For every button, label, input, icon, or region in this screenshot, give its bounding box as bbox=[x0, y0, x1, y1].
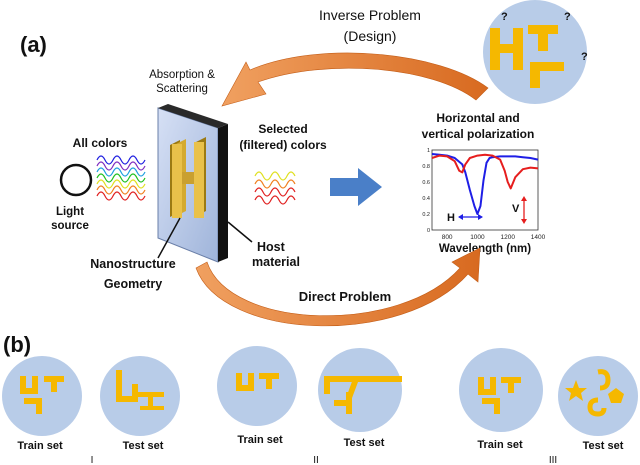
light-source-label-line1: Light bbox=[56, 206, 84, 218]
group-1-test-circle bbox=[100, 356, 180, 436]
polarization-label-line1: Horizontal and bbox=[436, 111, 519, 125]
selected-colors-label-line2: (filtered) colors bbox=[239, 138, 327, 152]
group-2-test-circle bbox=[318, 348, 402, 432]
h-arrow-left-head bbox=[458, 214, 463, 220]
chart-xlabel: Wavelength (nm) bbox=[439, 243, 531, 255]
x-tick-label: 1200 bbox=[500, 234, 515, 241]
group-3-train-circle bbox=[459, 348, 543, 432]
nanostructure-pointer bbox=[157, 217, 181, 259]
hook-shape bbox=[597, 369, 611, 391]
light-source-label-line2: source bbox=[51, 220, 89, 232]
all-colors-waves bbox=[96, 155, 146, 201]
x-tick-label: 800 bbox=[442, 234, 453, 241]
question-mark-3: ? bbox=[581, 51, 588, 63]
y-tick-label: 0.4 bbox=[422, 196, 430, 202]
polarization-label-line2: vertical polarization bbox=[422, 127, 535, 141]
spectrum-chart: 800 1000 1200 1400 1 0.8 0.6 0.4 0.2 0 H V Wavele… bbox=[422, 148, 545, 255]
group-3-test-label: Test set bbox=[583, 440, 624, 452]
pentagon-shape bbox=[608, 388, 624, 403]
series-line-1 bbox=[431, 153, 539, 215]
panel-b-label: (b) bbox=[3, 332, 31, 357]
direct-problem-arrow bbox=[195, 247, 481, 327]
nanostructure-label: Nanostructure bbox=[90, 257, 175, 271]
group-3-train-label: Train set bbox=[477, 439, 523, 451]
group-1-roman: I bbox=[91, 455, 94, 465]
h-nanostructure bbox=[170, 137, 206, 218]
group-2-roman: II bbox=[313, 455, 319, 465]
swirl-shape bbox=[587, 397, 607, 417]
host-pointer bbox=[227, 221, 253, 243]
annotation-v: V bbox=[512, 203, 520, 215]
y-tick-label: 1 bbox=[427, 148, 430, 154]
group-1-train-circle bbox=[2, 356, 82, 436]
v-arrow-bottom-head bbox=[521, 219, 527, 224]
question-mark-1: ? bbox=[501, 11, 508, 23]
selected-colors-label-line1: Selected bbox=[258, 122, 307, 136]
star-shape bbox=[565, 380, 587, 401]
direct-problem-label: Direct Problem bbox=[299, 289, 391, 304]
design-circle: ? ? ? bbox=[483, 0, 588, 104]
forward-arrow bbox=[330, 168, 382, 206]
y-tick-label: 0.2 bbox=[422, 212, 430, 218]
y-tick-label: 0.8 bbox=[422, 164, 430, 170]
group-1-test-label: Test set bbox=[123, 440, 164, 452]
group-2-test-label: Test set bbox=[344, 437, 385, 449]
annotation-h: H bbox=[447, 212, 455, 224]
geometry-label: Geometry bbox=[104, 277, 162, 291]
all-colors-label: All colors bbox=[73, 136, 128, 150]
inverse-problem-label: Inverse Problem bbox=[319, 7, 421, 23]
x-tick-label: 1000 bbox=[470, 234, 485, 241]
group-2-train-label: Train set bbox=[237, 434, 283, 446]
h-arrow-right-head bbox=[478, 214, 483, 220]
y-tick-label: 0.6 bbox=[422, 180, 430, 186]
group-3-roman: III bbox=[549, 455, 557, 465]
group-3-test-circle bbox=[558, 356, 638, 436]
series-line-2 bbox=[431, 153, 539, 190]
absorption-label: Absorption & bbox=[149, 69, 215, 81]
question-mark-2: ? bbox=[564, 11, 571, 23]
scattering-label: Scattering bbox=[156, 83, 208, 95]
host-label: Host bbox=[257, 240, 286, 254]
group-1-train-label: Train set bbox=[17, 440, 63, 452]
panel-a-label: (a) bbox=[20, 32, 47, 57]
material-label: material bbox=[252, 255, 300, 269]
x-tick-label: 1400 bbox=[531, 234, 546, 241]
y-tick-label: 0 bbox=[427, 228, 430, 234]
light-source-icon bbox=[59, 163, 93, 197]
chart-frame bbox=[431, 149, 539, 231]
v-arrow-top-head bbox=[521, 196, 527, 201]
filtered-colors-waves bbox=[254, 171, 296, 205]
group-2-train-circle bbox=[217, 346, 297, 426]
design-label: (Design) bbox=[344, 28, 397, 44]
inverse-problem-arrow bbox=[221, 52, 489, 107]
